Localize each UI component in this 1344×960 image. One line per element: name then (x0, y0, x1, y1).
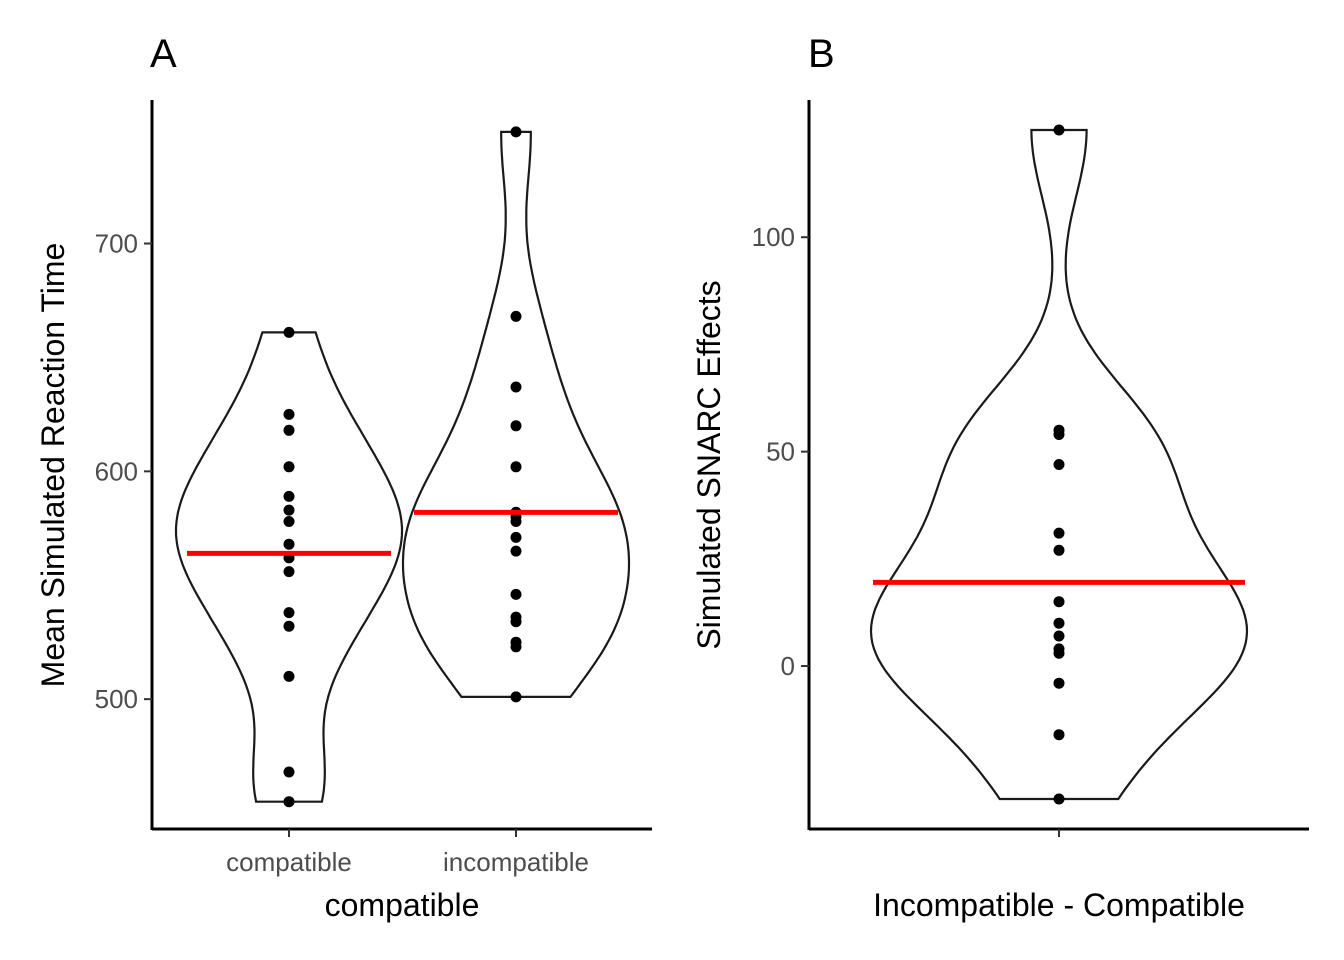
data-point (510, 461, 522, 473)
panel-a-violins (174, 130, 631, 803)
data-point (283, 326, 295, 338)
panel-a-y-ticks: 500 600 700 (95, 229, 152, 714)
panel-a-tag: A (150, 32, 177, 76)
y-tick-label: 500 (95, 684, 138, 714)
violin-compatible (174, 331, 404, 803)
panel-a-x-ticks: compatible incompatible (226, 829, 589, 877)
panel-a-x-title: compatible (325, 887, 480, 923)
data-point (510, 588, 522, 600)
data-point (510, 531, 522, 543)
data-point (510, 310, 522, 322)
data-point (283, 796, 295, 808)
data-point (1053, 677, 1065, 689)
y-tick-label: 700 (95, 229, 138, 259)
data-point (1053, 527, 1065, 539)
panel-a-y-title: Mean Simulated Reaction Time (35, 243, 71, 688)
x-tick-label: incompatible (443, 847, 589, 877)
data-point (510, 545, 522, 557)
panel-a: A 500 600 700 compatible incompatible compa… (35, 32, 652, 923)
data-point (283, 424, 295, 436)
data-point (1053, 793, 1065, 805)
data-point (1053, 124, 1065, 136)
x-tick-label: compatible (226, 847, 352, 877)
data-point (283, 607, 295, 619)
data-point (283, 408, 295, 420)
data-point (283, 516, 295, 527)
y-tick-label: 100 (752, 222, 795, 252)
violin-incompatible (401, 130, 631, 698)
data-point (283, 490, 295, 502)
data-point (283, 461, 295, 473)
panel-a-means (187, 509, 618, 556)
data-point (1053, 459, 1065, 470)
panel-a-points (283, 126, 522, 808)
data-point (1053, 617, 1065, 629)
data-point (283, 670, 295, 682)
data-point (510, 381, 522, 393)
data-point (510, 641, 522, 653)
data-point (283, 766, 295, 778)
panel-b-violins (869, 128, 1249, 801)
data-point (510, 616, 522, 628)
panel-b-y-title: Simulated SNARC Effects (691, 280, 727, 649)
data-point (1053, 544, 1065, 556)
data-point (1053, 729, 1065, 741)
y-tick-label: 50 (766, 437, 795, 467)
data-point (283, 538, 295, 550)
panel-b-tag: B (808, 32, 835, 76)
panel-b-x-title: Incompatible - Compatible (873, 887, 1245, 923)
panel-b-y-ticks: 0 50 100 (752, 222, 809, 681)
panel-b: B 0 50 100 Incompatible - Compatible Simul… (691, 32, 1309, 923)
data-point (1053, 596, 1065, 608)
data-point (510, 691, 522, 703)
y-tick-label: 0 (781, 651, 795, 681)
data-point (1053, 429, 1065, 440)
data-point (283, 566, 295, 578)
panel-b-points (1053, 124, 1065, 805)
data-point (1053, 630, 1065, 642)
data-point (510, 126, 522, 138)
data-point (510, 516, 522, 527)
y-tick-label: 600 (95, 456, 138, 486)
data-point (510, 420, 522, 432)
data-point (283, 620, 295, 632)
data-point (283, 504, 295, 516)
violin-effects (869, 128, 1249, 801)
data-point (1053, 647, 1065, 659)
